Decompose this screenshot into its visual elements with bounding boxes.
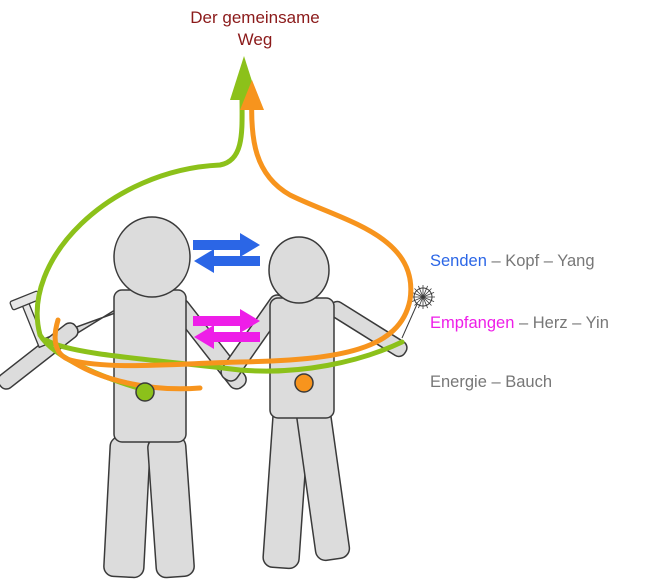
send-arrows	[193, 233, 260, 273]
receive-arrows	[193, 309, 260, 349]
legend-energie: Energie – Bauch	[430, 373, 552, 392]
legend-senden-key: Senden	[430, 252, 487, 270]
left-figure-left-arm-shape	[0, 322, 79, 390]
right-figure-head	[268, 236, 330, 304]
left-figure-left-leg	[103, 435, 151, 579]
receive-arrow-right	[193, 309, 260, 333]
send-arrow-right	[193, 233, 260, 257]
dandelion-ray	[414, 296, 424, 306]
left-figure-head	[113, 216, 191, 298]
dandelion-ray	[422, 296, 435, 302]
orange-path	[52, 92, 414, 369]
dandelion-ray	[422, 285, 428, 298]
right-figure	[220, 236, 408, 570]
legend-empfangen: Empfangen – Herz – Yin	[430, 314, 609, 333]
dandelion-ray	[422, 296, 428, 309]
dandelion-ray	[418, 285, 424, 298]
legend-empfangen-rest: – Herz – Yin	[514, 314, 609, 332]
receive-arrow-left	[194, 325, 260, 349]
dandelion-ray	[422, 288, 432, 298]
send-arrow-left	[194, 249, 260, 273]
dandelion-icon	[401, 285, 435, 339]
dandelion-ray	[418, 296, 424, 309]
dandelion-ray	[411, 292, 424, 298]
legend-senden: Senden – Kopf – Yang	[430, 252, 595, 271]
title-line-2: Weg	[237, 30, 273, 49]
orange-arrowhead	[240, 80, 264, 110]
left-belly-dot	[135, 382, 155, 402]
dandelion-ray	[411, 296, 424, 302]
title-line-1: Der gemeinsame	[190, 8, 320, 27]
legend-senden-rest: – Kopf – Yang	[486, 252, 595, 270]
right-belly-dot	[294, 373, 314, 393]
dandelion-ray	[422, 296, 432, 306]
left-figure-right-leg	[147, 435, 195, 579]
orange-path-lower	[67, 357, 203, 392]
legend-energie-text: Energie – Bauch	[430, 373, 553, 391]
dandelion-ray	[422, 292, 435, 298]
dandelion-ray	[414, 288, 424, 298]
green-path-lower	[43, 337, 405, 374]
legend-empfangen-key: Empfangen	[430, 314, 515, 332]
